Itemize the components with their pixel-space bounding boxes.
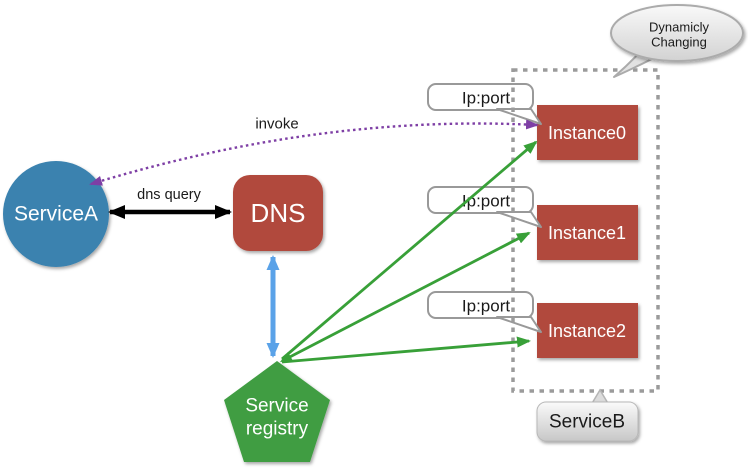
servicea-node — [3, 161, 109, 267]
registry-to-instance1-arrow — [281, 231, 531, 363]
instance2-box — [537, 303, 638, 358]
dns-label: DNS — [251, 198, 306, 228]
callout-group: Ip:port Ip:port Ip:port — [427, 83, 542, 333]
invoke-arrow — [89, 119, 539, 186]
serviceb-cluster-border — [511, 68, 660, 393]
callout-tail — [496, 316, 542, 333]
instance2-label: Instance2 — [548, 321, 626, 341]
dns-node — [233, 175, 323, 251]
service-registry-label-line1: Service — [245, 396, 308, 417]
service-registry-node — [224, 361, 330, 462]
callout-ipport-1: Ip:port — [427, 186, 542, 228]
callout-tail — [496, 211, 542, 228]
registry-to-instance2-arrow — [281, 336, 531, 364]
bubble-label-line2: Changing — [651, 35, 707, 50]
instance1-label: Instance1 — [548, 223, 626, 243]
instance-group: Instance0 Instance1 Instance2 — [537, 105, 638, 358]
service-registry-label-line2: registry — [246, 419, 309, 440]
callout-label-0: Ip:port — [462, 89, 510, 108]
callout-ipport-0: Ip:port — [427, 83, 542, 125]
callout-tail — [496, 108, 542, 125]
servicea-label: ServiceA — [14, 203, 98, 226]
dns-query-label: dns query — [137, 187, 201, 203]
bubble-label-line1: Dynamicly — [649, 20, 709, 35]
callout-ipport-2: Ip:port — [427, 291, 542, 333]
instance1-box — [537, 205, 638, 260]
instance0-box — [537, 105, 638, 160]
registry-apex-arrowhead — [280, 352, 293, 362]
invoke-label: invoke — [255, 116, 298, 133]
dynamically-changing-bubble: Dynamicly Changing — [610, 4, 744, 78]
registry-instance-arrows — [280, 140, 538, 364]
serviceb-tag: ServiceB — [536, 388, 639, 442]
callout-label-1: Ip:port — [462, 192, 510, 211]
serviceb-label: ServiceB — [549, 412, 625, 433]
instance0-label: Instance0 — [548, 123, 626, 143]
callout-label-2: Ip:port — [462, 297, 510, 316]
